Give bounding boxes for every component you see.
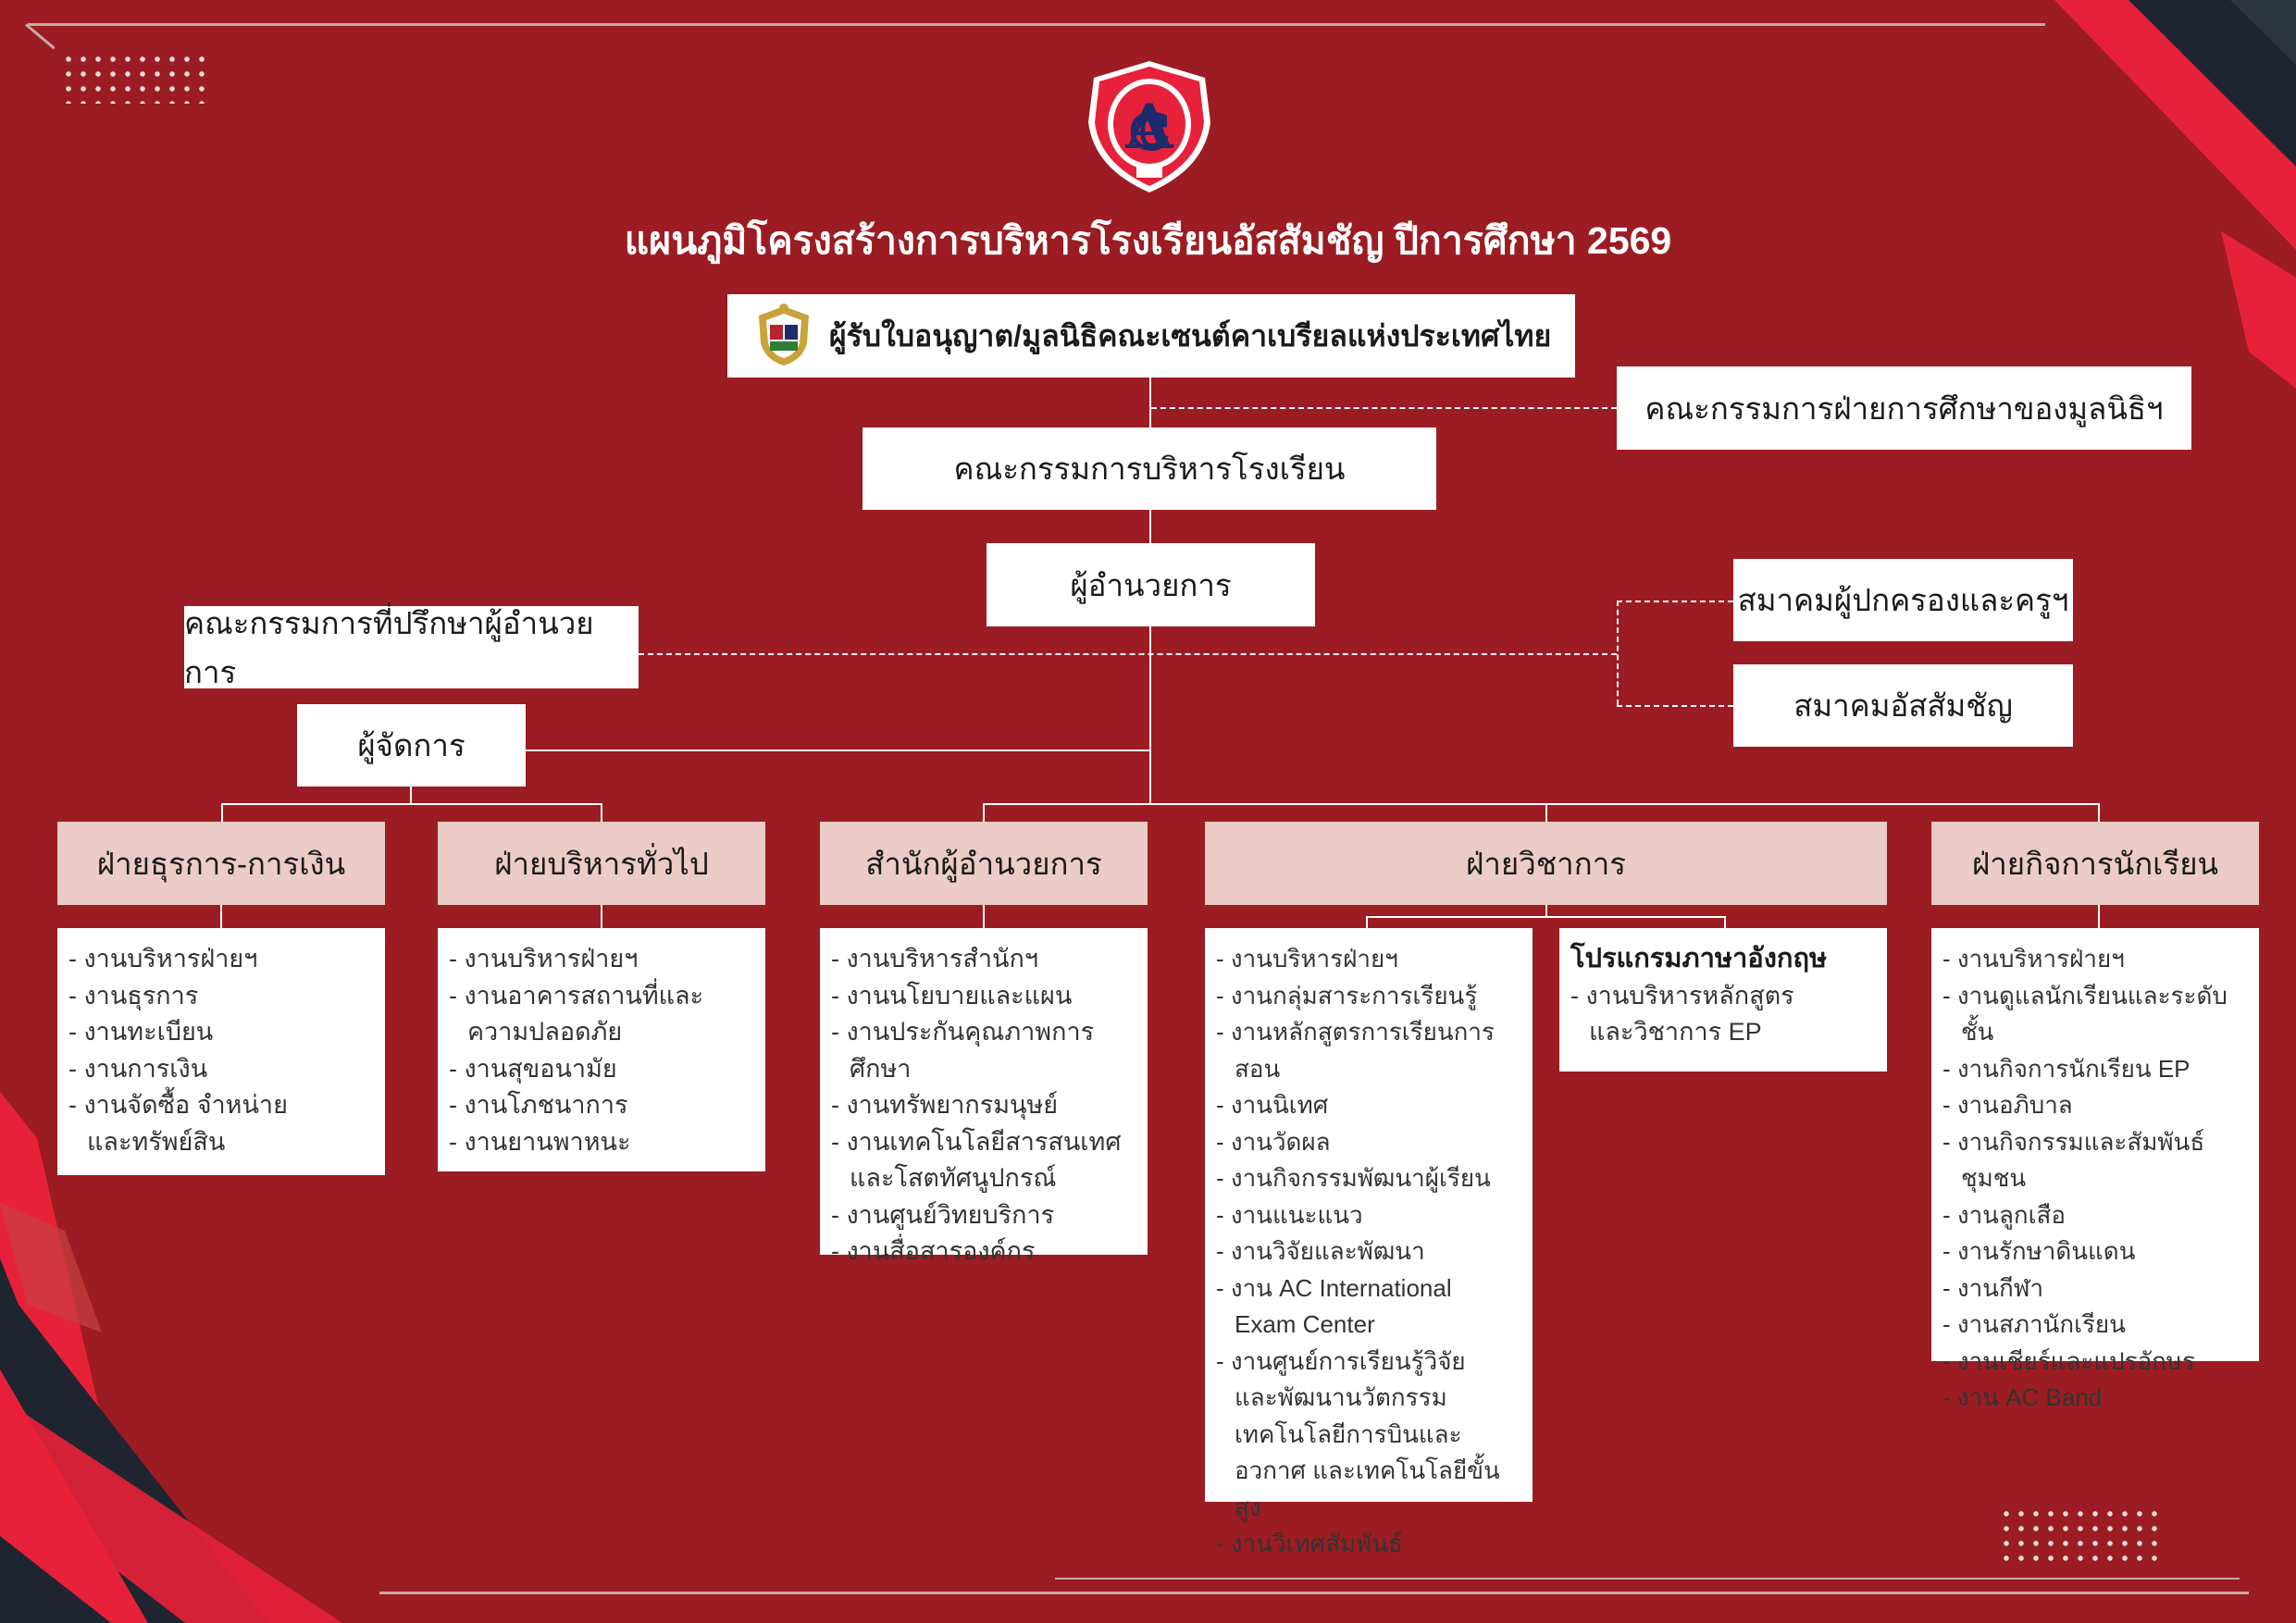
corner-decoration-top-right [2054,0,2296,389]
node-school-board: คณะกรรมการบริหารโรงเรียน [863,427,1436,510]
bottom-frame-line-2 [1055,1578,2240,1580]
dept-list-general-admin: - งานบริหารฝ่ายฯ - งานอาคารสถานที่และ ควา… [438,928,765,1171]
connector-list3 [983,905,985,928]
list-item: - งานธุรการ [68,981,199,1010]
node-assumption-association: สมาคมอัสสัมชัญ [1733,664,2073,747]
list-item: - งานศูนย์การเรียนรู้วิจัย และพัฒนานวัตก… [1216,1346,1500,1521]
dept-list-director-office: - งานบริหารสำนักฯ - งานนโยบายและแผน - งานป… [820,928,1148,1265]
list-item: - งานบริหารฝ่ายฯ [1216,945,1398,973]
dept-header-director-office: สำนักผู้อำนวยการ [820,822,1148,905]
list-item: - งานกลุ่มสาระการเรียนรู้ [1216,981,1478,1010]
dept-list-academic: - งานบริหารฝ่ายฯ - งานกลุ่มสาระการเรียนรู… [1205,928,1533,1557]
connector-dept1 [221,803,223,822]
dept-list-english-program: โปรแกรมภาษาอังกฤษ - งานบริหารหลักสูตร แล… [1559,928,1887,1072]
list-item: - งานบริหารฝ่ายฯ [68,945,258,973]
svg-text:C: C [1131,105,1168,159]
connector-list4-bus [1366,916,1726,918]
list-item: - งานนโยบายและแผน [831,981,1073,1010]
list-item: - งาน AC Band [1942,1383,2103,1411]
logo-lettering: A [1124,91,1173,163]
list-item: - งานเทคโนโลยีสารสนเทศ และโสตทัศนูปกรณ์ [831,1127,1122,1193]
node-parent-teacher-association: สมาคมผู้ปกครองและครูฯ [1733,559,2073,641]
list-item: - งานทะเบียน [68,1018,214,1046]
list-item: - งานโภชนาการ [449,1091,628,1119]
dept-header-student-affairs: ฝ่ายกิจการนักเรียน [1931,822,2259,905]
list-item: - งานกิจกรรมพัฒนาผู้เรียน [1216,1164,1491,1192]
dashed-connector-advisory [639,653,1617,655]
dept-header-general-admin: ฝ่ายบริหารทั่วไป [438,822,765,905]
connector-manager-down [410,787,412,804]
connector-list5 [2098,905,2100,928]
corner-decoration-bottom-left [0,1092,342,1623]
dept-list-finance: - งานบริหารฝ่ายฯ - งานธุรการ - งานทะเบียน -… [57,928,385,1175]
connector-dept5 [2098,803,2100,822]
list-item: - งานวิเทศสัมพันธ์ [1216,1530,1403,1557]
bottom-frame-line [379,1592,2249,1594]
list-item: - งานอภิบาล [1942,1091,2073,1119]
list-item: - งานนิเทศ [1216,1091,1329,1119]
dept-list-student-affairs: - งานบริหารฝ่ายฯ - งานดูแลนักเรียนและระดั… [1931,928,2259,1411]
list-item: - งาน AC International Exam Center [1216,1273,1452,1339]
list-item: - งานสภานักเรียน [1942,1310,2126,1338]
list-item: - งานประกันคุณภาพการศึกษา [831,1018,1095,1083]
english-program-items: - งานบริหารหลักสูตร และวิชาการ EP [1570,978,1880,1051]
connector-left-bus [221,803,602,805]
dept-header-academic: ฝ่ายวิชาการ [1205,822,1887,905]
list-item: - งานทรัพยากรมนุษย์ [831,1091,1059,1119]
list-item: - งานเชียร์และแปรอักษร [1942,1346,2196,1375]
node-director: ผู้อำนวยการ [987,543,1315,626]
list-item: - งานศูนย์วิทยบริการ [831,1200,1055,1229]
connector-list4a [1366,916,1368,928]
node-manager: ผู้จัดการ [297,704,526,787]
list-item: - งานกิจกรรมและสัมพันธ์ชุมชน [1942,1127,2205,1193]
connector-list4 [1545,905,1547,917]
dashed-connector-parent-assoc [1617,601,1733,602]
top-frame-tick [25,23,56,50]
list-item: - งานกิจการนักเรียน EP [1942,1054,2191,1083]
list-item: - งานรักษาดินแดน [1942,1237,2136,1265]
connector-list2 [601,905,602,928]
node-licensee: ผู้รับใบอนุญาต/มูลนิธิคณะเซนต์คาเบรียลแห… [727,294,1575,378]
list-item: - งานดูแลนักเรียนและระดับชั้น [1942,981,2228,1047]
list-item: - งานกีฬา [1942,1273,2044,1302]
list-item: - งานบริหารฝ่ายฯ [1942,945,2125,973]
foundation-crest-icon [758,304,809,365]
node-licensee-label: ผู้รับใบอนุญาต/มูลนิธิคณะเซนต์คาเบรียลแห… [828,318,1552,353]
connector-dept4 [1545,803,1547,822]
list-item: - งานบริหารสำนักฯ [831,945,1039,973]
node-foundation-committee: คณะกรรมการฝ่ายการศึกษาของมูลนิธิฯ [1617,366,2191,450]
list-item: - งานวิจัยและพัฒนา [1216,1237,1425,1265]
dept-header-finance: ฝ่ายธุรการ-การเงิน [57,822,385,905]
dashed-connector-assoc-bracket [1617,601,1619,705]
list-item: - งานสุขอนามัย [449,1054,617,1083]
list-item: - งานแนะแนว [1216,1200,1363,1229]
top-frame-line [28,23,2045,26]
connector-list4b [1724,916,1726,928]
list-item: - งานบริหารฝ่ายฯ [449,945,639,973]
list-item: - งานลูกเสือ [1942,1200,2066,1229]
list-item: - งานจัดซื้อ จำหน่าย และทรัพย์สิน [68,1091,288,1156]
list-item: - งานยานพาหนะ [449,1127,631,1156]
english-program-title: โปรแกรมภาษาอังกฤษ [1570,944,1828,973]
dashed-connector-assumption-assoc [1617,705,1733,707]
dot-grid-top-left [61,52,214,104]
school-logo: A C [1083,57,1216,196]
list-item: - งานหลักสูตรการเรียนการสอน [1216,1018,1495,1083]
list-item: - งานการเงิน [68,1054,208,1083]
list-item: - งานวัดผล [1216,1127,1331,1156]
chart-title: แผนภูมิโครงสร้างการบริหารโรงเรียนอัสสัมช… [624,219,1672,262]
connector-manager [526,750,1151,751]
list-item: - งานอาคารสถานที่และ ความปลอดภัย [449,981,704,1047]
connector-list1 [220,905,222,928]
connector-dept2 [601,803,602,822]
connector-right-bus [983,803,2100,805]
list-item: - งานบริหารหลักสูตร และวิชาการ EP [1570,981,1794,1047]
connector-dept3 [983,803,985,822]
dot-grid-bottom-right [1999,1506,2166,1562]
node-advisory-committee: คณะกรรมการที่ปรึกษาผู้อำนวยการ [184,606,639,689]
dashed-connector-foundation [1151,407,1617,409]
list-item: - งานสื่อสารองค์กร [831,1237,1036,1265]
